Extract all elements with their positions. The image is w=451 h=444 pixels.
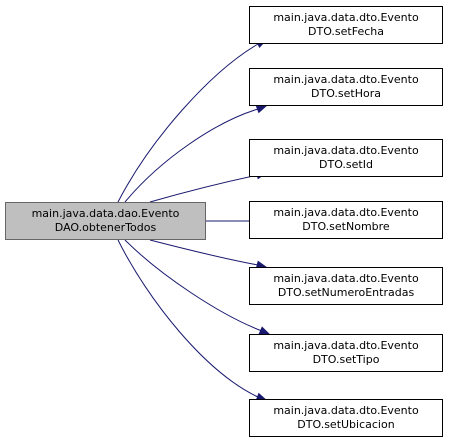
target-node-line1: main.java.data.dto.Evento (273, 272, 419, 285)
target-node-setfecha[interactable]: main.java.data.dto.Evento DTO.setFecha (249, 6, 443, 44)
target-node-setubicacion[interactable]: main.java.data.dto.Evento DTO.setUbicaci… (249, 399, 443, 437)
edge-sethora (124, 108, 259, 203)
target-node-line2: DTO.setUbicacion (297, 418, 395, 431)
target-node-settipo[interactable]: main.java.data.dto.Evento DTO.setTipo (249, 334, 443, 372)
target-node-setnombre[interactable]: main.java.data.dto.Evento DTO.setNombre (249, 201, 443, 239)
target-node-line2: DTO.setNombre (302, 220, 390, 233)
target-node-line1: main.java.data.dto.Evento (273, 404, 419, 417)
edge-setfecha (117, 43, 259, 203)
target-node-line2: DTO.setId (319, 158, 373, 171)
source-node-line2: DAO.obtenerTodos (54, 221, 157, 234)
target-node-setid[interactable]: main.java.data.dto.Evento DTO.setId (249, 139, 443, 177)
edge-setid (149, 174, 259, 203)
edge-setubicacion (117, 239, 259, 398)
target-node-line2: DTO.setNumeroEntradas (277, 286, 415, 299)
arrowhead-settipo (258, 326, 271, 335)
target-node-line1: main.java.data.dto.Evento (273, 11, 419, 24)
target-node-line2: DTO.setHora (311, 87, 381, 100)
target-node-setnumeroentradas[interactable]: main.java.data.dto.Evento DTO.setNumeroE… (249, 267, 443, 305)
target-node-line2: DTO.setTipo (312, 353, 380, 366)
target-node-line1: main.java.data.dto.Evento (273, 206, 419, 219)
target-node-line2: DTO.setFecha (308, 25, 384, 38)
source-node-line1: main.java.data.dao.Evento (31, 207, 180, 220)
target-node-line1: main.java.data.dto.Evento (273, 73, 419, 86)
target-node-line1: main.java.data.dto.Evento (273, 144, 419, 157)
edge-setnumeroentradas (149, 239, 259, 266)
edge-settipo (124, 239, 263, 332)
target-node-sethora[interactable]: main.java.data.dto.Evento DTO.setHora (249, 68, 443, 106)
arrowhead-sethora (255, 105, 268, 114)
source-node[interactable]: main.java.data.dao.Evento DAO.obtenerTod… (5, 202, 206, 240)
target-node-line1: main.java.data.dto.Evento (273, 339, 419, 352)
